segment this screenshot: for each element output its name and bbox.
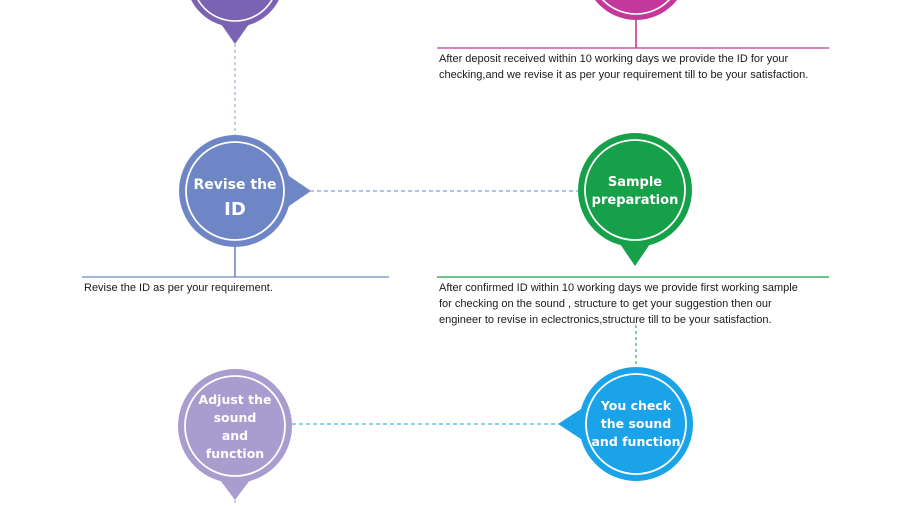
- node-top-left-circle: [191, 0, 279, 27]
- node-adjust-pointer: [220, 480, 250, 500]
- node-you-check-label-3: and function: [591, 434, 680, 449]
- confirmed-description: After confirmed ID within 10 working day…: [439, 280, 829, 328]
- node-top-left-ring: [197, 0, 273, 22]
- node-you-check-ring: [585, 373, 687, 475]
- deposit-description: After deposit received within 10 working…: [439, 51, 829, 83]
- node-revise-id-pointer: [289, 176, 311, 206]
- node-sample-preparation-label-2: preparation: [592, 193, 679, 208]
- node-revise-id-label-2: ID: [224, 199, 246, 220]
- deposit-description-line-1: After deposit received within 10 working…: [439, 53, 789, 65]
- deposit-description-line-2: checking,and we revise it as per your re…: [439, 69, 809, 81]
- node-you-check: You check the sound and function: [558, 367, 693, 481]
- node-sample-preparation-circle: [578, 133, 692, 247]
- node-top-right-ring: [601, 0, 671, 15]
- node-sample-preparation-label-1: Sample: [608, 175, 662, 190]
- confirmed-description-line-3: engineer to revise in eclectronics,struc…: [439, 314, 772, 326]
- node-revise-id-label-1: Revise the: [193, 177, 276, 193]
- confirmed-description-line-1: After confirmed ID within 10 working day…: [439, 282, 798, 294]
- node-revise-id: Revise the ID: [179, 135, 311, 277]
- node-adjust-label-3: and: [222, 428, 248, 443]
- node-sample-preparation: Sample preparation: [578, 133, 692, 266]
- node-top-left: [191, 0, 279, 44]
- confirmed-description-line-2: for checking on the sound , structure to…: [439, 298, 772, 310]
- node-revise-id-ring: [185, 141, 285, 241]
- node-top-right-circle: [595, 0, 677, 20]
- node-adjust-label-1: Adjust the: [199, 392, 272, 407]
- node-adjust-circle: [178, 369, 292, 483]
- node-adjust-label-2: sound: [214, 410, 257, 425]
- node-top-right: [595, 0, 677, 48]
- node-adjust-ring: [184, 375, 286, 477]
- node-revise-id-circle: [179, 135, 291, 247]
- node-you-check-pointer: [558, 409, 581, 439]
- node-sample-preparation-pointer: [620, 244, 650, 266]
- node-sample-preparation-ring: [584, 139, 686, 241]
- revise-description: Revise the ID as per your requirement.: [84, 280, 384, 296]
- node-you-check-label-1: You check: [600, 398, 672, 413]
- node-adjust: Adjust the sound and function: [178, 369, 292, 500]
- revise-description-line-1: Revise the ID as per your requirement.: [84, 282, 273, 294]
- node-adjust-label-4: function: [206, 446, 264, 461]
- node-you-check-circle: [579, 367, 693, 481]
- node-you-check-label-2: the sound: [601, 416, 671, 431]
- node-top-left-pointer: [221, 24, 249, 44]
